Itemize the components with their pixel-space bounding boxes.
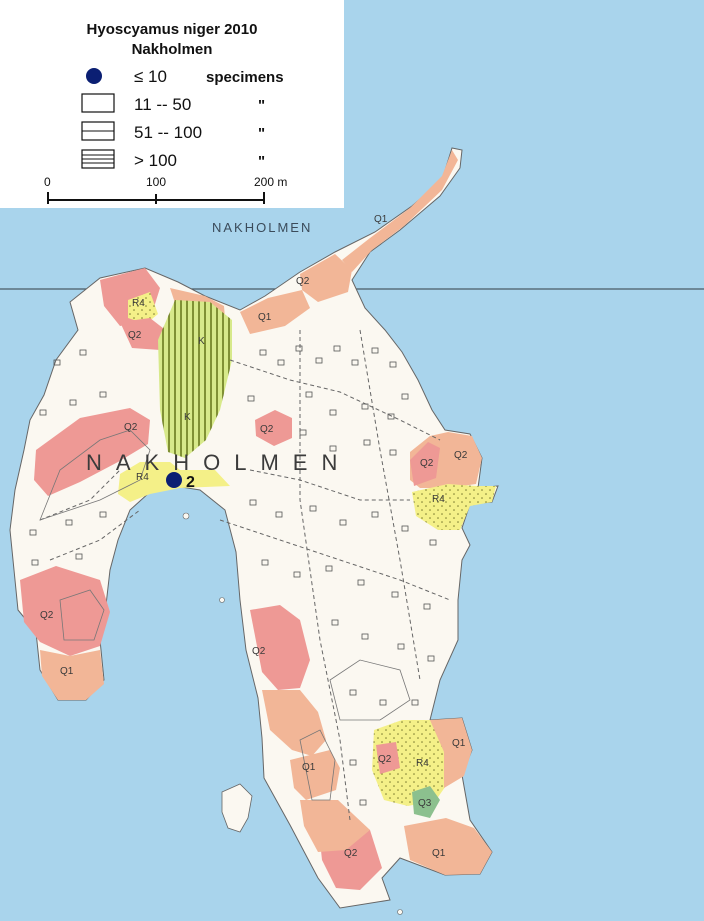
- area-code: R4: [432, 494, 445, 505]
- islet-dot: [219, 597, 225, 603]
- contours: [39, 429, 411, 801]
- scale-tick-label: 100: [146, 175, 166, 189]
- legend-dot-symbol: [86, 68, 102, 84]
- islet-dot: [397, 909, 403, 915]
- area-code: Q1: [452, 738, 466, 749]
- area-code: Q2: [252, 646, 266, 657]
- scale-tick-label: 200 m: [254, 175, 287, 189]
- legend-range: ≤ 10: [134, 67, 167, 86]
- find-location-dot: [166, 472, 182, 488]
- area-code: Q1: [60, 666, 74, 677]
- legend-range: > 100: [134, 151, 177, 170]
- find-count: 2: [186, 474, 195, 491]
- area-code: Q2: [40, 610, 54, 621]
- islet-dot: [182, 512, 190, 520]
- legend-unit: specimens: [206, 69, 284, 86]
- area-code: Q1: [374, 214, 388, 225]
- legend-box-empty: [81, 93, 115, 113]
- legend-unit: ": [258, 153, 265, 170]
- place-name-top: NAKHOLMEN: [212, 220, 312, 235]
- legend-subtitle: Nakholmen: [132, 41, 213, 58]
- zones: [20, 150, 496, 890]
- scale-tick-label: 0: [44, 175, 51, 189]
- area-code: Q2: [454, 450, 468, 461]
- area-code: R4: [136, 472, 149, 483]
- area-code: Q1: [302, 762, 316, 773]
- scale-bar: [47, 192, 265, 204]
- legend-background: [0, 0, 344, 208]
- area-code: Q1: [258, 312, 272, 323]
- paths: [39, 329, 451, 821]
- area-labels: Q1 R4 Q2 Q2 Q1 K K Q2 Q2 R4 Q2 Q2 R4 Q2 …: [40, 214, 468, 859]
- legend-range: 51 -- 100: [134, 123, 202, 142]
- legend-unit: ": [258, 125, 265, 142]
- area-code: Q2: [420, 458, 434, 469]
- area-code: Q2: [128, 330, 142, 341]
- area-code: Q2: [124, 422, 138, 433]
- area-code: Q2: [344, 848, 358, 859]
- area-code: R4: [416, 758, 429, 769]
- area-code: R4: [132, 298, 145, 309]
- area-code: Q2: [260, 424, 274, 435]
- buildings: [29, 345, 437, 806]
- area-code: Q3: [418, 798, 432, 809]
- area-code: Q1: [432, 848, 446, 859]
- area-code: Q2: [378, 754, 392, 765]
- islet-south: [221, 783, 253, 833]
- legend-range: 11 -- 50: [134, 95, 191, 114]
- legend-title: Hyoscyamus niger 2010: [87, 21, 258, 38]
- place-name-big: NAKHOLMEN: [86, 450, 351, 475]
- area-code: Q2: [296, 276, 310, 287]
- legend-unit: ": [258, 97, 265, 114]
- area-code: K: [184, 412, 191, 423]
- area-code: K: [198, 336, 205, 347]
- legend: Hyoscyamus niger 2010 Nakholmen ≤ 10 spe…: [0, 0, 344, 208]
